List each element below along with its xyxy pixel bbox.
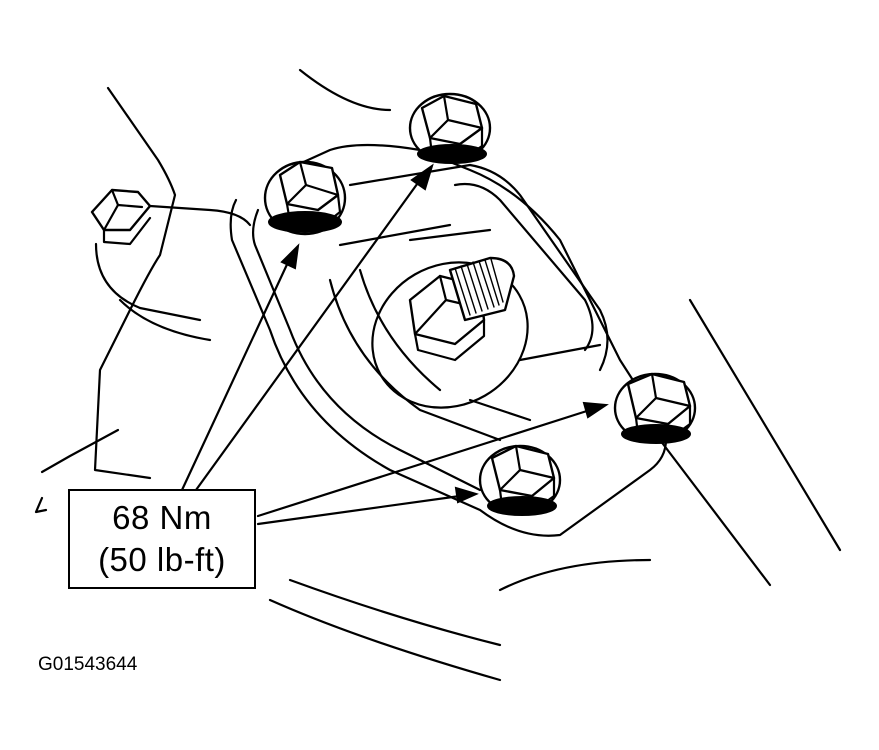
center-stud [371,256,529,409]
torque-imperial-label: (50 lb-ft) [98,541,226,578]
figure-id-label: G01543644 [38,654,138,675]
bolt-right [613,372,697,444]
bolt-top [408,92,492,164]
torque-callout-box: 68 Nm (50 lb-ft) [68,489,256,589]
stud-threads [454,258,504,316]
bolt-upper-left [263,160,347,236]
torque-metric-label: 68 Nm [112,499,212,536]
leader-arrows [180,163,609,526]
bolt-lower [478,444,562,516]
bracket-bolt-upper-left [90,188,152,246]
